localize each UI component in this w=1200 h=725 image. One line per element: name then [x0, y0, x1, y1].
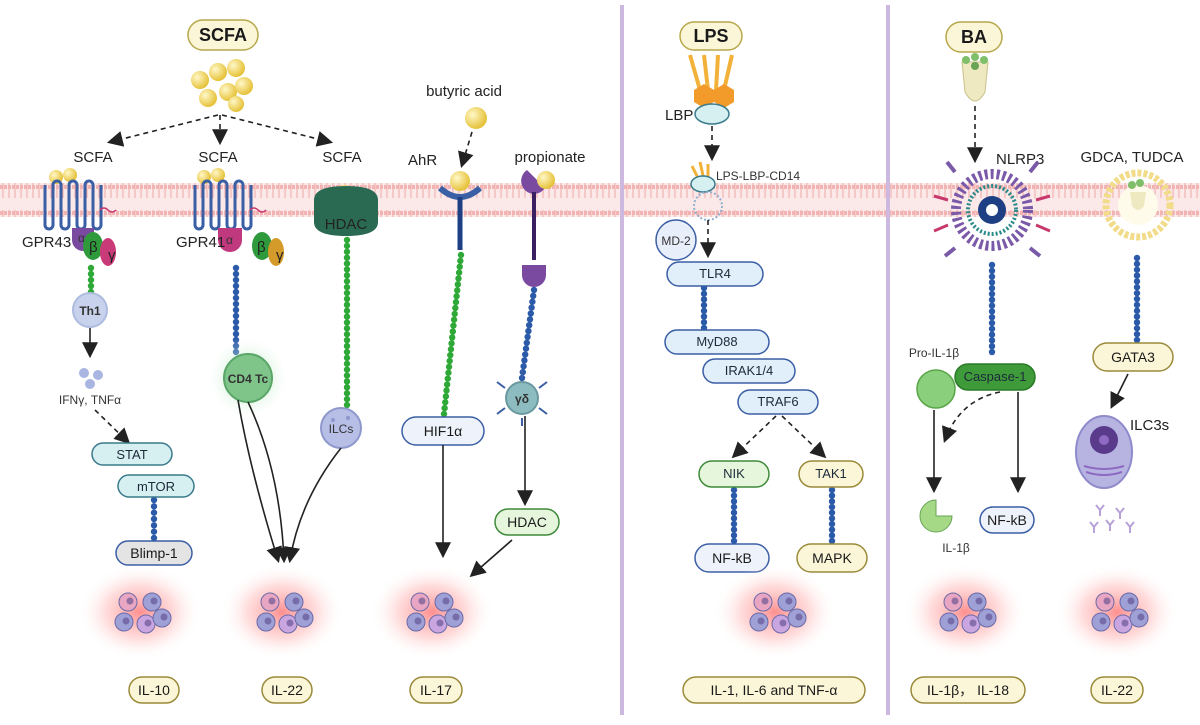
scfa-panel: SCFA SCFA SCFA SCFA	[22, 19, 1141, 578]
lps-lbp-cd14-label: LPS-LBP-CD14	[716, 169, 800, 183]
scfa-branch-label-1: SCFA	[73, 149, 112, 166]
propionate-chain	[518, 286, 538, 382]
ifn-label: IFNγ, TNFα	[59, 393, 121, 407]
immune-cell-cluster-ba-il22	[1055, 564, 1179, 660]
gpr43-receptor-icon	[43, 168, 117, 266]
antibody-fragments-icon	[1089, 504, 1135, 533]
propionate-receptor-icon	[521, 170, 555, 287]
lbp-label: LBP	[665, 107, 693, 124]
tak1-mapk-chain	[828, 486, 836, 545]
gpr41-alpha-label: α	[226, 233, 233, 247]
bile-acid-vesicle-icon	[1102, 169, 1174, 241]
gpr43-gamma-label: γ	[108, 247, 116, 264]
irak-label: IRAK1/4	[725, 363, 773, 378]
md2-label: MD-2	[661, 234, 691, 248]
tak1-label: TAK1	[815, 466, 847, 481]
scfa-branch-label-3: SCFA	[322, 149, 361, 166]
nlrp3-chain	[988, 261, 996, 356]
hdac-receptor-icon	[314, 185, 378, 236]
output-il22-scfa: IL-22	[271, 682, 303, 698]
gpr41-label: GPR41	[176, 234, 225, 251]
output-labels: IL-10 IL-22 IL-17 IL-1, IL-6 and TNF-α I…	[128, 676, 1144, 704]
ahr-label: AhR	[408, 152, 437, 169]
hdac-propionate-label: HDAC	[507, 514, 547, 530]
nik-nfkb-chain	[730, 486, 738, 545]
pro-il1b-label: Pro-IL-1β	[909, 346, 959, 360]
nlrp3-label: NLRP3	[996, 151, 1044, 168]
output-il1-il6-tnfa: IL-1, IL-6 and TNF-α	[711, 682, 838, 698]
ahr-chain	[440, 251, 465, 418]
gpr43-beta-label: β	[89, 239, 98, 256]
mapk-label: MAPK	[812, 550, 852, 566]
ba-title: BA	[961, 27, 987, 47]
gpr43-label: GPR43	[22, 234, 71, 251]
ilc3-cell-icon	[1075, 415, 1133, 489]
immune-cell-cluster-lps	[713, 564, 837, 660]
hdac-chain	[343, 236, 351, 409]
bile-acid-molecule-icon	[961, 53, 989, 102]
il1b-label: IL-1β	[942, 541, 970, 555]
cytokine-dots-icon	[79, 368, 103, 389]
gpr41-beta-label: β	[257, 239, 266, 256]
output-il17: IL-17	[420, 682, 452, 698]
ilcs-label: ILCs	[329, 422, 354, 436]
myd88-label: MyD88	[696, 334, 737, 349]
ahr-receptor-icon	[437, 171, 483, 250]
output-il1b-il18: IL-1β， IL-18	[927, 682, 1009, 698]
hdac-receptor-label: HDAC	[325, 216, 368, 233]
tlr4-label: TLR4	[699, 266, 731, 281]
gpr41-receptor-icon	[193, 168, 284, 266]
propionate-label: propionate	[515, 149, 586, 166]
nlrp3-inflammasome-icon	[933, 160, 1051, 258]
gdca-tudca-label: GDCA, TUDCA	[1080, 149, 1183, 166]
immune-cell-cluster-il10	[78, 564, 202, 660]
tlr4-myd88-chain	[700, 284, 708, 332]
th1-label: Th1	[79, 304, 101, 318]
pro-il1b-icon	[916, 369, 956, 409]
butyric-acid-molecule-icon	[465, 107, 487, 129]
ba-panel: BA NLRP3 Pro-IL-1β Caspase-1 IL-1β NF-	[909, 21, 1184, 555]
il1b-pacman-icon	[919, 499, 953, 533]
butyric-acid-label: butyric acid	[426, 83, 502, 100]
hif1a-label: HIF1α	[424, 423, 462, 439]
lps-panel: LPS LBP LPS-LBP-CD14 MD-2	[655, 21, 868, 573]
gpr43-alpha-label: α	[78, 231, 85, 245]
lps-nfkb-label: NF-kB	[712, 550, 752, 566]
cell-membrane	[0, 183, 1200, 217]
lps-title: LPS	[693, 26, 728, 46]
stat-label: STAT	[116, 447, 147, 462]
ilc3s-label: ILC3s	[1130, 417, 1169, 434]
gata3-label: GATA3	[1111, 349, 1155, 365]
mtor-blimp-chain	[150, 496, 158, 542]
output-il10: IL-10	[138, 682, 170, 698]
traf6-label: TRAF6	[757, 394, 798, 409]
scfa-title: SCFA	[199, 25, 247, 45]
scfa-molecules-icon	[191, 59, 253, 112]
immune-cell-cluster-il22	[220, 564, 344, 660]
gamma-delta-t-cell-icon	[496, 370, 548, 426]
ba-nfkb-label: NF-kB	[987, 512, 1027, 528]
gdca-chain	[1133, 254, 1141, 344]
caspase-1-label: Caspase-1	[964, 369, 1027, 384]
gpr43-chain	[87, 264, 95, 296]
scfa-branch-label-2: SCFA	[198, 149, 237, 166]
gamma-delta-label: γδ	[515, 392, 529, 406]
blimp-label: Blimp-1	[130, 545, 178, 561]
immune-cell-cluster-il1b	[903, 564, 1027, 660]
cd4-tc-label: CD4 Tc	[228, 372, 269, 386]
nik-label: NIK	[723, 466, 745, 481]
output-il22-ba: IL-22	[1101, 682, 1133, 698]
lps-molecule-icon	[688, 54, 734, 108]
gpr41-gamma-label: γ	[276, 247, 284, 264]
immune-cell-cluster-il17	[370, 564, 494, 660]
mtor-label: mTOR	[137, 479, 175, 494]
